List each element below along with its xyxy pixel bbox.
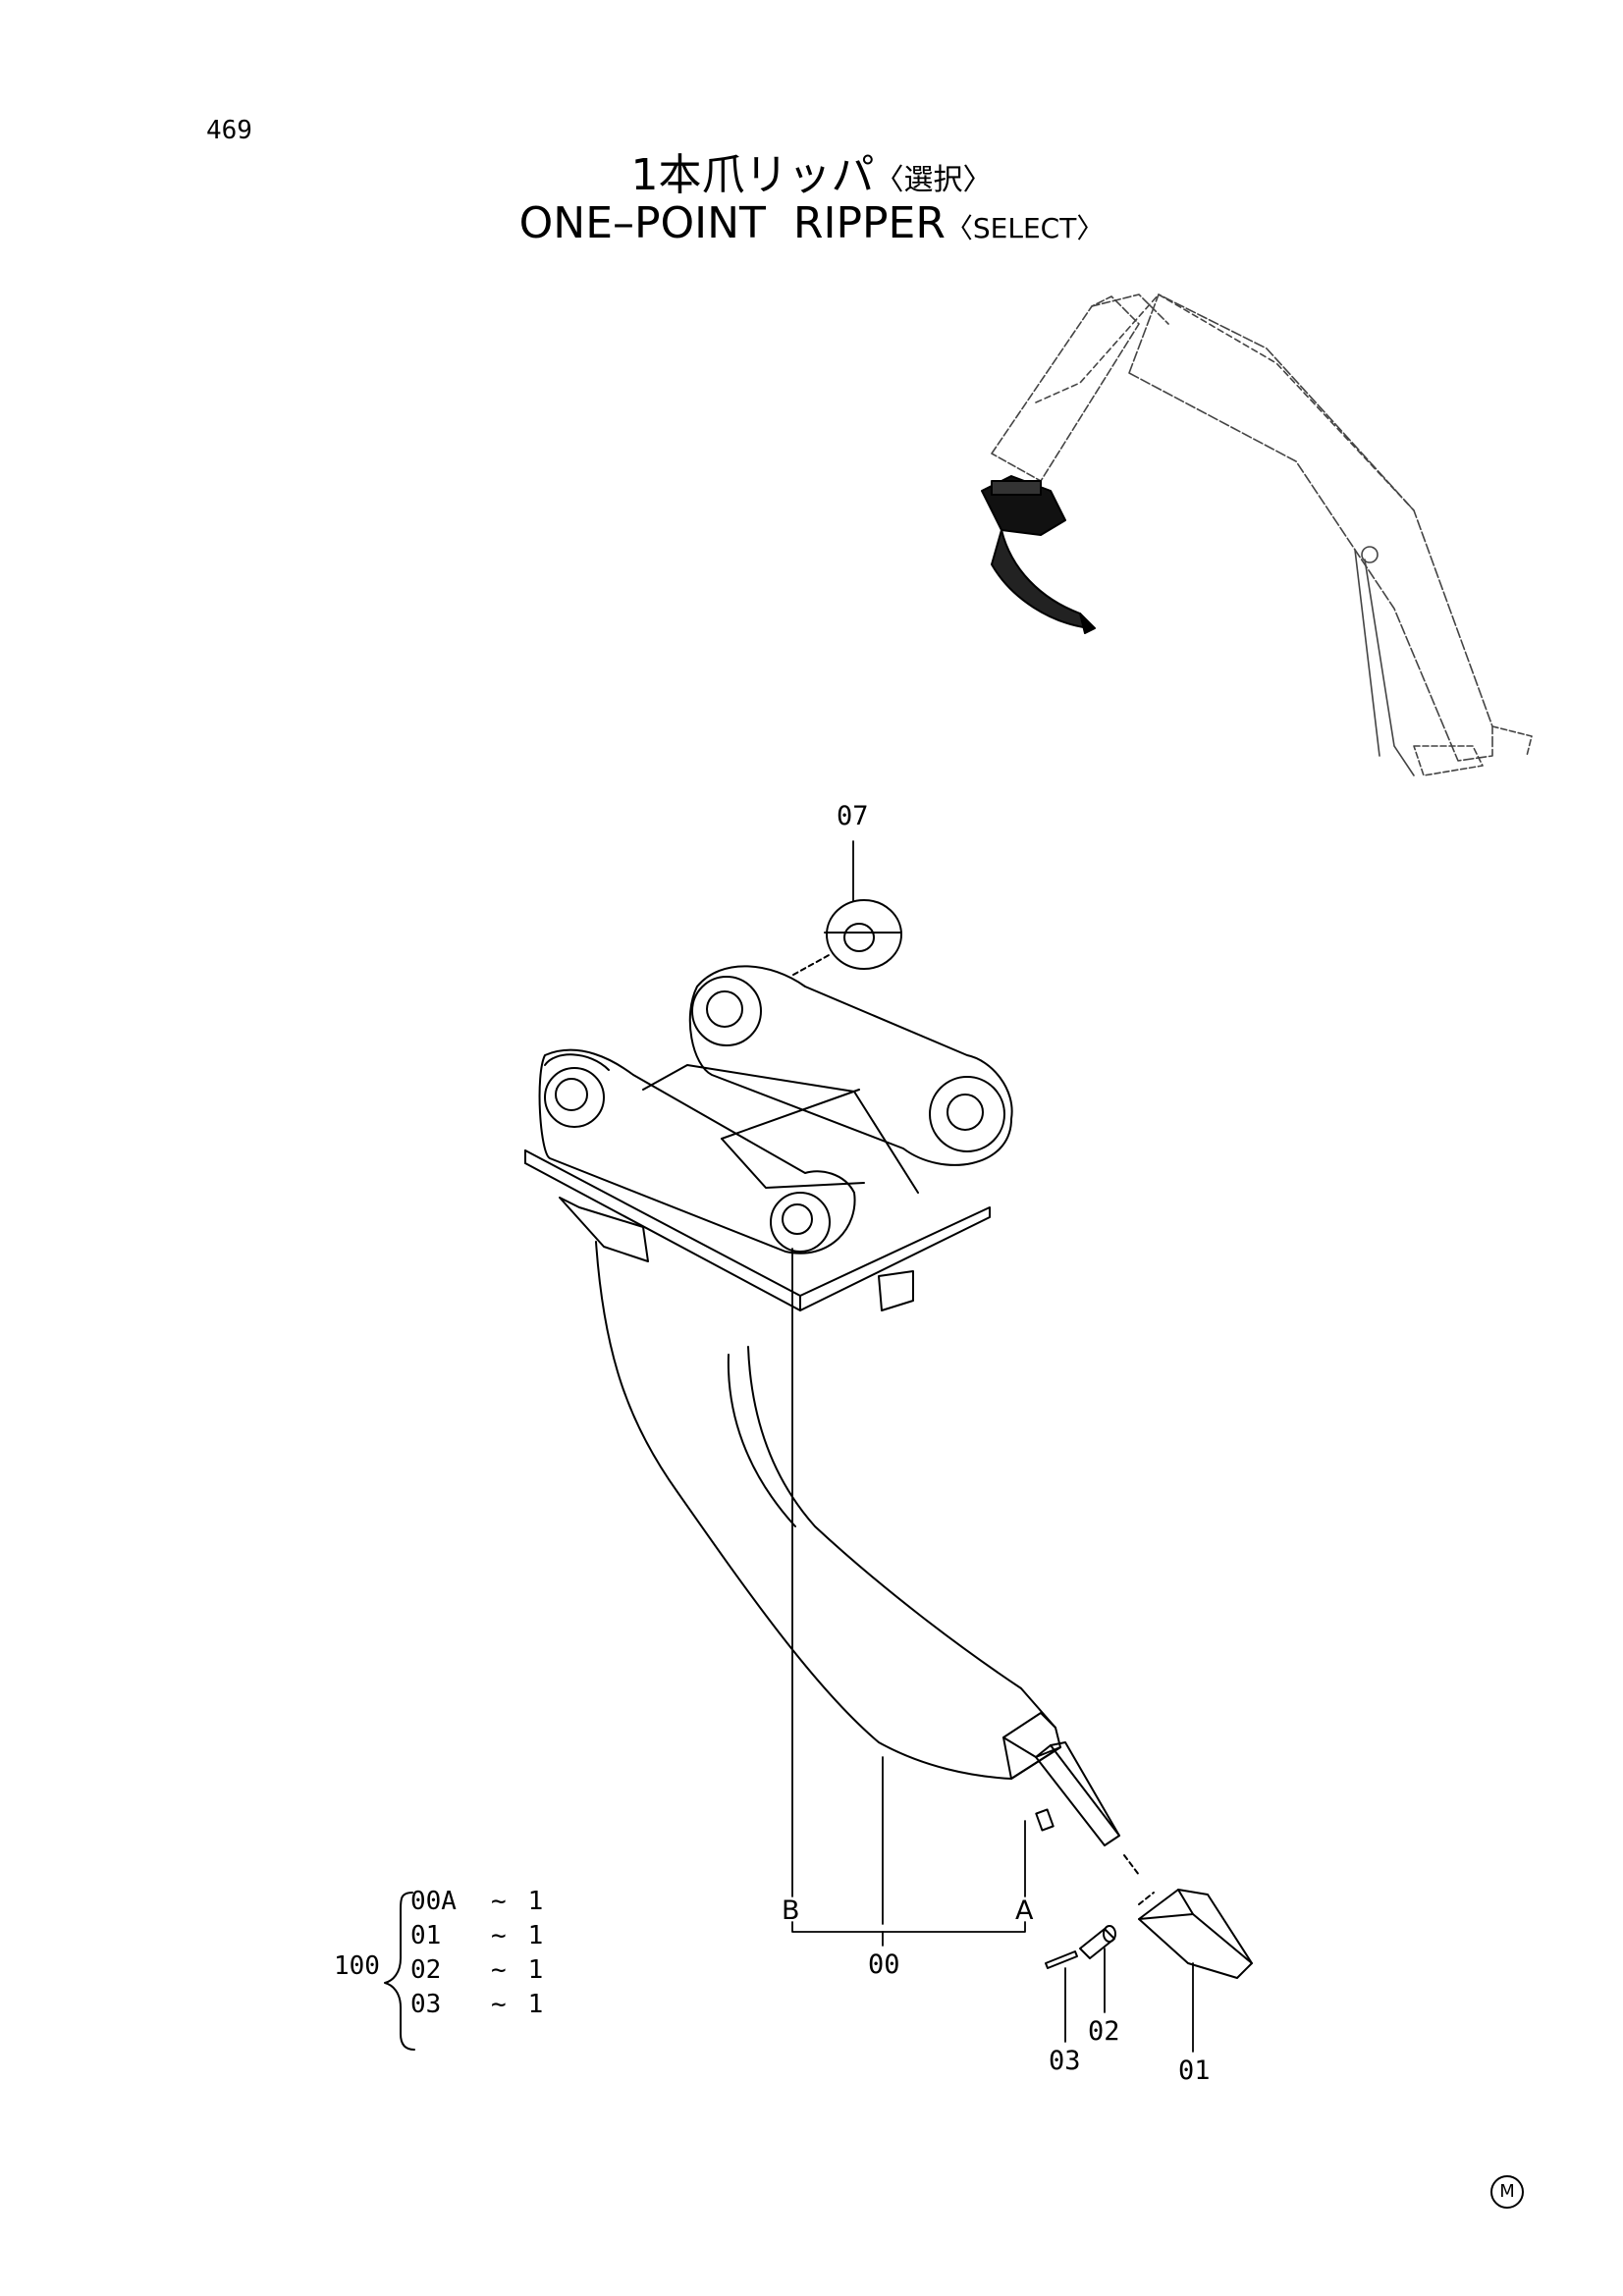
callout-03: 03 [1049,2046,1081,2076]
page-number: 469 [206,116,252,145]
washer-07 [792,899,902,976]
set-brace [384,1892,415,2051]
title-japanese-tag: 〈選択〉 [874,163,993,197]
set-item-tilde: ~ [491,1990,507,2019]
set-item-qty: 1 [527,1887,544,1916]
tooth-01 [1138,1889,1253,1979]
title-japanese-main: 1本爪リッパ [630,150,875,200]
set-item-qty: 1 [527,1955,544,1985]
lock-pin-03 [1045,1854,1155,1969]
set-item-tilde: ~ [491,1955,507,1985]
ripper-bracket [524,965,1013,1311]
assembly-set-row: 02 ~ 1 [410,1953,543,1988]
set-item-code: 03 [410,1990,442,2019]
assembly-set-row: 00A ~ 1 [410,1885,543,1919]
callout-02: 02 [1088,2016,1120,2047]
callout-00: 00 [868,1949,900,1980]
assembly-set-row: 01 ~ 1 [410,1919,543,1953]
title-english-tag: 〈SELECT〉 [945,212,1105,244]
callout-07: 07 [837,801,869,831]
set-item-tilde: ~ [491,1887,507,1916]
set-item-qty: 1 [527,1990,544,2019]
set-item-qty: 1 [527,1921,544,1950]
circled-m-mark: M [1490,2175,1524,2209]
assembly-set-code: 100 [334,1951,380,1981]
leader-lines [791,840,1194,2053]
ripper-shank [559,1197,1120,1846]
assembly-set-row: 03 ~ 1 [410,1988,543,2022]
set-item-code: 01 [410,1921,442,1950]
set-item-code: 02 [410,1955,442,1985]
callout-01: 01 [1178,2056,1211,2086]
assembly-set-list: 00A ~ 1 01 ~ 1 02 ~ 1 03 ~ 1 [410,1885,543,2022]
title-japanese: 1本爪リッパ〈選択〉 [0,139,1623,202]
callout-point-a: A [1015,1896,1034,1926]
set-item-tilde: ~ [491,1921,507,1950]
set-item-code: 00A [410,1887,457,1916]
callout-point-b: B [782,1896,800,1926]
pin-02 [1079,1925,1116,1959]
title-english-main: ONE–POINT RIPPER [518,198,946,248]
ripper-silhouette-icon [981,475,1096,634]
title-english: ONE–POINT RIPPER〈SELECT〉 [0,198,1623,248]
excavator-arm-overview-icon [991,294,1533,776]
